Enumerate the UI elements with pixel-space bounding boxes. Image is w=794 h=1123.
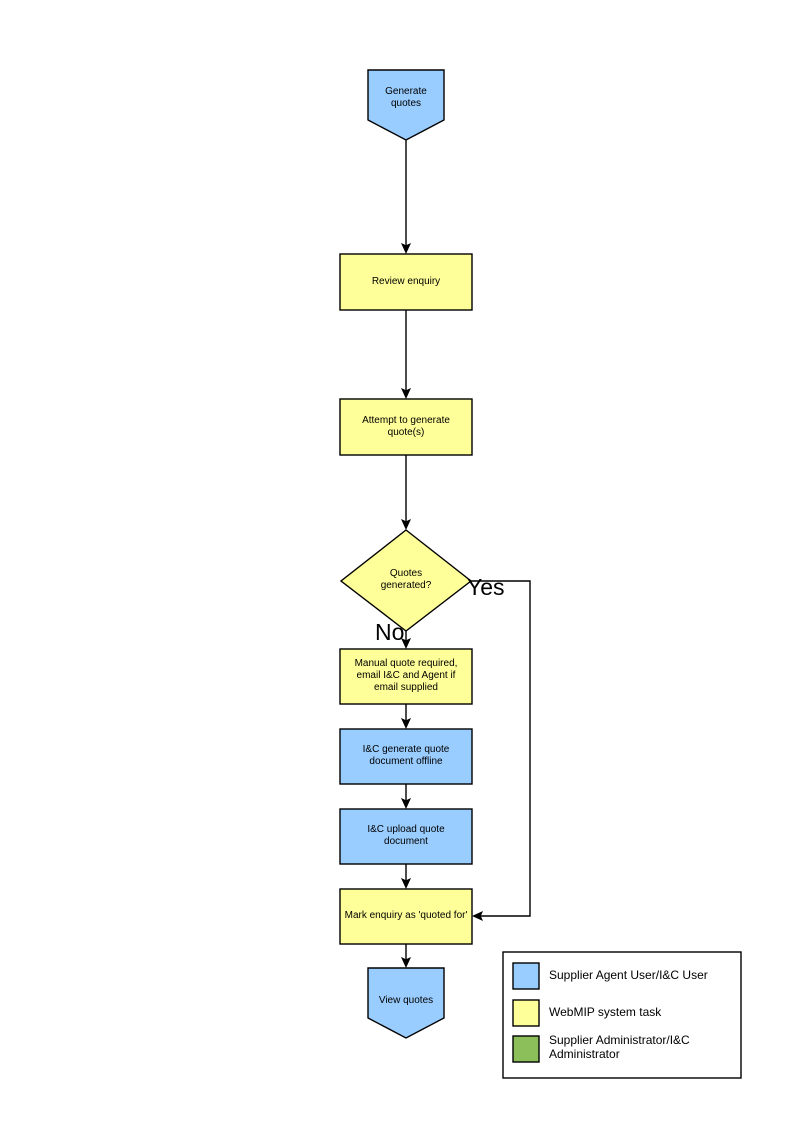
legend-border (502, 951, 742, 1079)
pentagon-shape-view-quotes (367, 967, 445, 1039)
rect-shape-ic-upload-quote-document (339, 808, 473, 865)
legend-label-user-task: Supplier Agent User/I&C User (549, 968, 708, 982)
node-mark-enquiry-quoted-for[interactable] (339, 888, 473, 945)
node-ic-upload-quote-document[interactable] (339, 808, 473, 865)
legend-swatch-admin-task (512, 1035, 540, 1063)
rect-shape-attempt-generate-quotes (339, 398, 473, 456)
legend-panel (502, 951, 742, 1079)
diamond-shape-quotes-generated (339, 529, 473, 632)
node-view-quotes[interactable] (367, 967, 445, 1039)
node-review-enquiry[interactable] (339, 253, 473, 311)
node-ic-generate-quote-offline[interactable] (339, 728, 473, 785)
branch-label-no: No (375, 619, 405, 645)
legend-swatch-user-task (512, 962, 540, 990)
node-generate-quotes[interactable] (367, 69, 445, 141)
rect-shape-mark-enquiry-quoted-for (339, 888, 473, 945)
rect-shape-ic-generate-quote-offline (339, 728, 473, 785)
pentagon-shape-generate-quotes (367, 69, 445, 141)
connectors (401, 140, 531, 968)
rect-shape-review-enquiry (339, 253, 473, 311)
edge-decision-yes-to-mark (471, 580, 531, 921)
branch-label-yes: Yes (467, 574, 505, 600)
rect-shape-manual-quote-required (339, 648, 473, 705)
legend-label-admin-task: Supplier Administrator/I&C Administrator (549, 1033, 690, 1061)
legend-swatch-system-task (512, 999, 540, 1027)
node-manual-quote-required[interactable] (339, 648, 473, 705)
legend-label-system-task: WebMIP system task (549, 1005, 662, 1019)
node-attempt-generate-quotes[interactable] (339, 398, 473, 456)
node-quotes-generated-decision[interactable] (339, 529, 473, 632)
